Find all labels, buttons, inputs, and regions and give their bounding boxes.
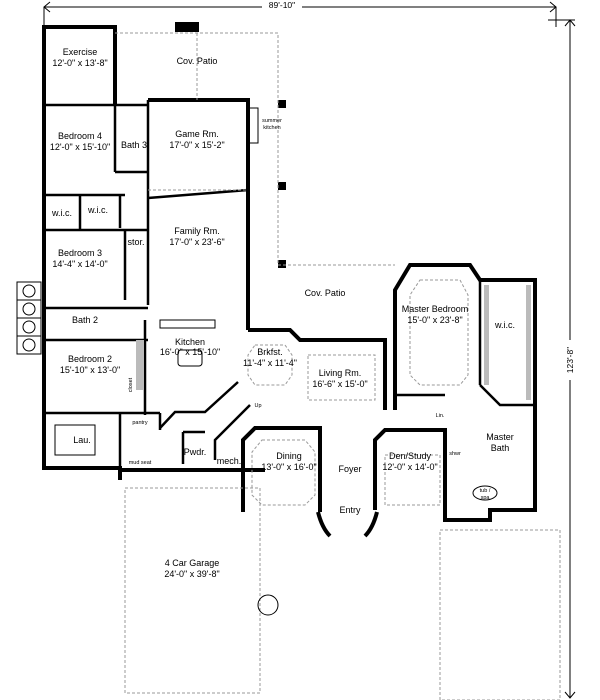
- dashed-outlines: [115, 32, 561, 700]
- room-living: Living Rm. 16'-6" x 15'-0": [312, 368, 367, 389]
- svg-text:11'-4" x 11'-4": 11'-4" x 11'-4": [243, 358, 297, 368]
- room-master-bedroom: Master Bedroom 15'-0" x 23'-8": [402, 304, 469, 325]
- svg-text:4 Car Garage: 4 Car Garage: [165, 558, 220, 568]
- svg-text:12'-0" x 15'-10": 12'-0" x 15'-10": [50, 142, 110, 152]
- room-master-wic: w.i.c.: [494, 320, 515, 330]
- room-garage: 4 Car Garage 24'-0" x 39'-8": [164, 558, 219, 579]
- room-stor: stor.: [127, 237, 144, 247]
- room-wic-left: w.i.c.: [51, 208, 72, 218]
- room-pantry: pantry: [132, 420, 148, 426]
- svg-text:15'-0" x 23'-8": 15'-0" x 23'-8": [407, 315, 462, 325]
- room-mech: mech.: [217, 456, 242, 466]
- svg-text:Living Rm.: Living Rm.: [319, 368, 362, 378]
- room-summer-kitchen: summer kitchen: [262, 118, 282, 131]
- svg-text:17'-0" x 23'-6": 17'-0" x 23'-6": [169, 237, 224, 247]
- svg-text:17'-0" x 15'-2": 17'-0" x 15'-2": [169, 140, 224, 150]
- svg-text:Bedroom 3: Bedroom 3: [58, 248, 102, 258]
- room-game: Game Rm. 17'-0" x 15'-2": [169, 129, 224, 150]
- room-den-study: Den/Study 12'-0" x 14'-0": [382, 451, 437, 472]
- svg-text:Game Rm.: Game Rm.: [175, 129, 219, 139]
- svg-text:Dining: Dining: [276, 451, 302, 461]
- room-mud-seat: mud seat: [129, 460, 152, 466]
- room-family: Family Rm. 17'-0" x 23'-6": [169, 226, 224, 247]
- width-dimension: 89'-10": [269, 0, 295, 10]
- room-pwdr: Pwdr.: [184, 447, 207, 457]
- svg-text:13'-0" x 16'-0": 13'-0" x 16'-0": [261, 462, 316, 472]
- room-shwr: shwr: [449, 451, 461, 457]
- room-foyer: Foyer: [338, 464, 361, 474]
- interior-walls: [44, 100, 535, 468]
- svg-text:tub /: tub /: [480, 488, 491, 494]
- svg-text:spa: spa: [481, 495, 491, 501]
- svg-text:Den/Study: Den/Study: [389, 451, 432, 461]
- svg-text:15'-10" x 13'-0": 15'-10" x 13'-0": [60, 365, 120, 375]
- room-bedroom-4: Bedroom 4 12'-0" x 15'-10": [50, 131, 110, 152]
- svg-text:16'-0" x 15'-10": 16'-0" x 15'-10": [160, 347, 220, 357]
- room-bedroom-3: Bedroom 3 14'-4" x 14'-0": [52, 248, 107, 269]
- room-bath-2: Bath 2: [72, 315, 98, 325]
- room-master-bath: Master Bath: [486, 432, 514, 453]
- svg-text:summer: summer: [262, 118, 282, 124]
- svg-text:Family Rm.: Family Rm.: [174, 226, 220, 236]
- svg-text:Master: Master: [486, 432, 514, 442]
- room-dining: Dining 13'-0" x 16'-0": [261, 451, 316, 472]
- room-wic-right: w.i.c.: [87, 205, 108, 215]
- svg-text:Bedroom 2: Bedroom 2: [68, 354, 112, 364]
- room-kitchen: Kitchen 16'-0" x 15'-10": [160, 337, 220, 357]
- room-brkfst: Brkfst. 11'-4" x 11'-4": [243, 347, 297, 368]
- svg-text:Brkfst.: Brkfst.: [257, 347, 283, 357]
- svg-text:Bath: Bath: [491, 443, 510, 453]
- svg-text:kitchen: kitchen: [263, 125, 280, 131]
- svg-text:Exercise: Exercise: [63, 47, 98, 57]
- room-cov-patio-mid: Cov. Patio: [305, 288, 346, 298]
- room-exercise: Exercise 12'-0" x 13'-8": [52, 47, 107, 68]
- room-lau: Lau.: [73, 435, 91, 445]
- svg-text:14'-4" x 14'-0": 14'-4" x 14'-0": [52, 259, 107, 269]
- svg-text:Kitchen: Kitchen: [175, 337, 205, 347]
- exterior-walls: [42, 22, 537, 522]
- room-entry: Entry: [339, 505, 361, 515]
- svg-text:Master Bedroom: Master Bedroom: [402, 304, 469, 314]
- room-bath-3: Bath 3: [121, 140, 147, 150]
- room-cov-patio-top: Cov. Patio: [177, 56, 218, 66]
- depth-dimension: 123'-8": [565, 347, 575, 373]
- room-bedroom-2: Bedroom 2 15'-10" x 13'-0": [60, 354, 120, 375]
- room-closet: closet: [128, 377, 134, 392]
- stairs-up-label: Up: [254, 403, 261, 409]
- svg-text:Bedroom 4: Bedroom 4: [58, 131, 102, 141]
- fixtures: [16, 107, 531, 616]
- pool-equipment: [16, 281, 42, 355]
- room-lin: Lin.: [436, 413, 445, 419]
- svg-text:24'-0" x 39'-8": 24'-0" x 39'-8": [164, 569, 219, 579]
- svg-text:16'-6" x 15'-0": 16'-6" x 15'-0": [312, 379, 367, 389]
- svg-text:12'-0" x 14'-0": 12'-0" x 14'-0": [382, 462, 437, 472]
- svg-text:12'-0" x 13'-8": 12'-0" x 13'-8": [52, 58, 107, 68]
- room-tub-spa: tub / spa: [480, 488, 491, 501]
